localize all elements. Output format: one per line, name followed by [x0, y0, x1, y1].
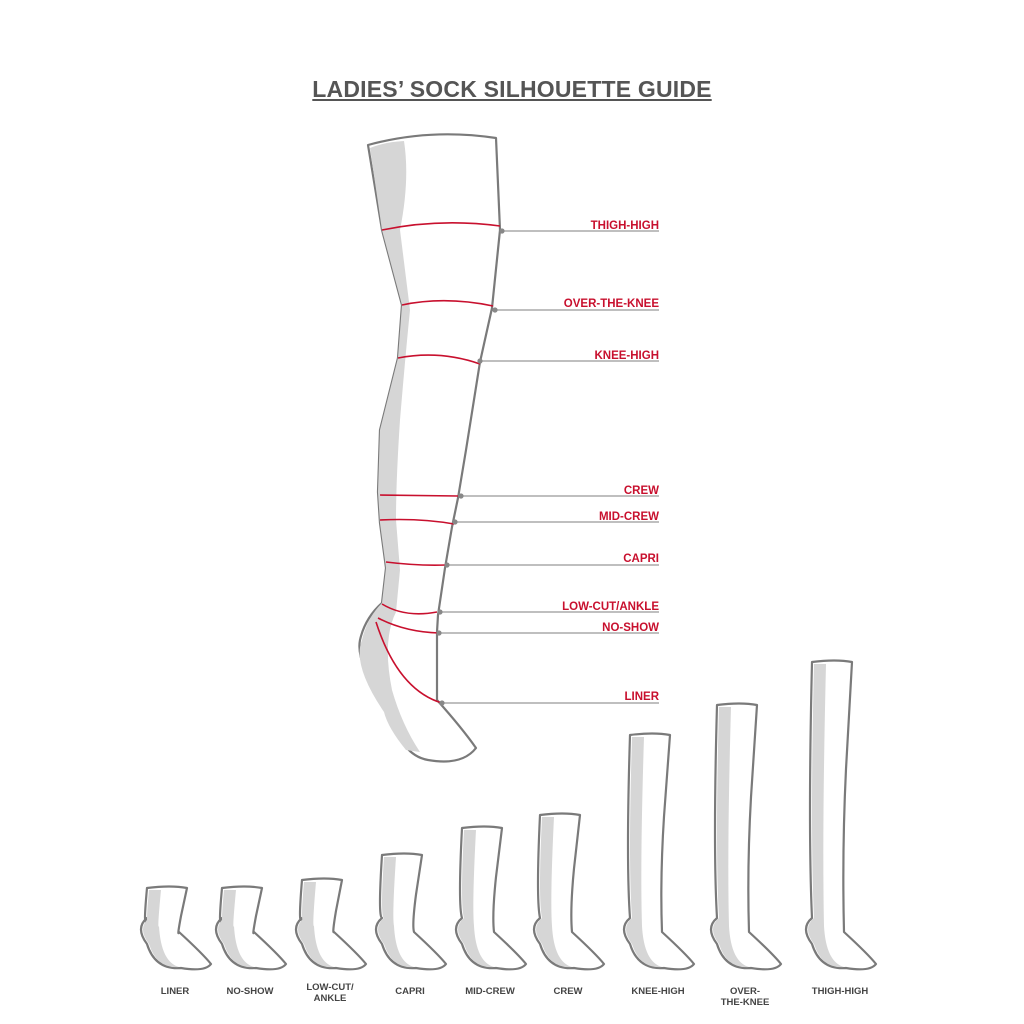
cut-line-thigh-high	[381, 222, 501, 231]
sock-shading	[143, 890, 179, 968]
cut-line-crew	[379, 494, 459, 497]
label-crew: CREW	[624, 485, 659, 497]
cut-line-knee-high	[397, 354, 481, 365]
sock-caption: THE-KNEE	[721, 997, 770, 1008]
leader-dot-mid-crew	[452, 519, 458, 525]
sock-caption: OVER-	[730, 986, 760, 997]
label-low-cut-ankle: LOW-CUT/ANKLE	[562, 601, 659, 613]
sock-mid-crew: MID-CREW	[454, 825, 528, 997]
sock-low-cut-ankle: LOW-CUT/ANKLE	[294, 877, 368, 1004]
sock-shading	[298, 882, 334, 968]
sock-shading	[378, 857, 414, 968]
label-capri: CAPRI	[623, 553, 659, 565]
sock-caption: CAPRI	[395, 986, 425, 997]
leader-dot-knee-high	[477, 358, 483, 364]
leader-dot-crew	[458, 493, 464, 499]
sock-caption: CREW	[553, 986, 582, 997]
sock-caption: THIGH-HIGH	[812, 986, 869, 997]
cut-lines	[375, 222, 501, 704]
main-leg-illustration	[358, 133, 502, 763]
label-liner: LINER	[625, 691, 660, 703]
sock-shading	[808, 664, 844, 968]
sock-shading	[536, 817, 572, 968]
leader-dot-liner	[439, 700, 445, 706]
leader-dot-over-the-knee	[492, 307, 498, 313]
cut-line-capri	[385, 561, 447, 566]
main-leg-labels: THIGH-HIGH OVER-THE-KNEE KNEE-HIGH CREW MID-…	[562, 220, 660, 703]
sock-thigh-high: THIGH-HIGH	[804, 659, 878, 997]
cut-line-mid-crew	[379, 518, 455, 525]
label-thigh-high: THIGH-HIGH	[591, 220, 659, 232]
sock-caption: LOW-CUT/	[306, 982, 354, 993]
sock-lineup: LINER NO-SHOW LOW-CUT/ANKLE CAPRI MID-CREW CR…	[139, 659, 878, 1008]
label-no-show: NO-SHOW	[602, 622, 659, 634]
sock-shading	[626, 737, 662, 968]
cut-line-liner	[375, 621, 443, 704]
cut-line-low-cut-ankle	[381, 603, 438, 615]
sock-no-show: NO-SHOW	[214, 885, 288, 997]
sock-crew: CREW	[532, 812, 606, 997]
cut-line-over-the-knee	[401, 299, 494, 307]
leader-dot-thigh-high	[499, 228, 505, 234]
label-over-the-knee: OVER-THE-KNEE	[564, 298, 660, 310]
sock-knee-high: KNEE-HIGH	[622, 732, 696, 997]
sock-capri: CAPRI	[374, 852, 448, 997]
sock-caption: KNEE-HIGH	[631, 986, 684, 997]
sock-shading	[218, 890, 254, 968]
leader-dot-no-show	[436, 630, 442, 636]
sock-shading	[458, 830, 494, 968]
leader-dot-low-cut-ankle	[437, 609, 443, 615]
sock-over-the-knee: OVER-THE-KNEE	[709, 702, 783, 1008]
sock-shading	[713, 707, 749, 968]
leader-dot-capri	[444, 562, 450, 568]
sock-caption: ANKLE	[314, 993, 347, 1004]
label-mid-crew: MID-CREW	[599, 511, 659, 523]
sock-caption: LINER	[161, 986, 190, 997]
guide-title: LADIES’ SOCK SILHOUETTE GUIDE	[312, 76, 712, 102]
sock-caption: NO-SHOW	[227, 986, 274, 997]
cut-line-no-show	[377, 617, 440, 634]
label-knee-high: KNEE-HIGH	[594, 350, 659, 362]
sock-caption: MID-CREW	[465, 986, 515, 997]
label-leaders	[436, 228, 659, 706]
sock-liner: LINER	[139, 885, 213, 997]
